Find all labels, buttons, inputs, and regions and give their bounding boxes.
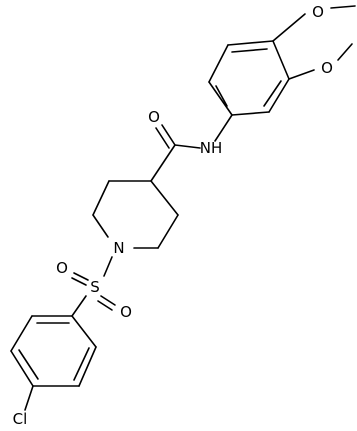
bond-n-s (103, 256, 113, 277)
atom-label-s-sulfonyl: S (90, 278, 100, 296)
atom-label-o-sulfonyl-left: O (56, 259, 68, 277)
atom-label-nh-amide: NH (200, 139, 223, 157)
bond-ring-nh (214, 114, 233, 142)
atom-label-n-piperidine: N (113, 239, 124, 257)
bond-methyl-o-top (330, 5, 356, 9)
atom-label-o-methoxy-right: O (321, 59, 333, 77)
bond-s-o-lower-1 (100, 295, 116, 306)
bond-s-o-left-1 (73, 272, 89, 281)
bond-carbonyl-o-1 (161, 124, 176, 146)
dimethoxyphenyl-ring (208, 40, 290, 116)
bond-nh-carbonyl (174, 144, 201, 149)
bond-s-ring (71, 295, 87, 317)
atom-label-cl: Cl (13, 410, 28, 428)
piperidine-ring (92, 180, 179, 249)
bond-o-top-ring (272, 13, 306, 42)
bond-o-right-ring (288, 69, 315, 80)
bond-carbonyl-piperidine (150, 144, 176, 182)
bond-methyl-o-right (337, 43, 353, 61)
atom-label-o-methoxy-top: O (312, 3, 324, 21)
bond-carbonyl-o-2 (155, 127, 170, 149)
atom-label-o-sulfonyl-lower: O (120, 303, 132, 321)
bond-s-o-left-2 (71, 277, 87, 286)
bond-ring-cl (24, 385, 34, 411)
chlorophenyl-ring (10, 315, 97, 387)
atom-label-o-carbonyl: O (148, 108, 160, 126)
bond-s-o-lower-2 (97, 300, 113, 311)
